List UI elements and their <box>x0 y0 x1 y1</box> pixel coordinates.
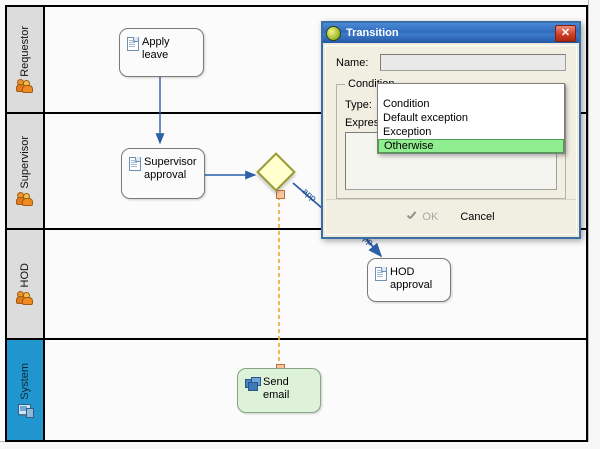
cancel-label: Cancel <box>460 211 495 223</box>
lane-header-supervisor[interactable]: Supervisor <box>7 114 45 228</box>
task-label: HOD approval <box>390 266 433 291</box>
document-icon <box>127 37 139 51</box>
ok-button: OK <box>403 209 442 225</box>
lane-label-system: System <box>19 363 31 400</box>
task-label: Send email <box>263 376 290 401</box>
lane-hod[interactable]: HOD <box>7 230 586 340</box>
task-apply-leave[interactable]: Apply leave <box>119 28 204 77</box>
lane-body-hod[interactable] <box>45 230 586 338</box>
dialog-titlebar[interactable]: Transition <box>323 23 579 43</box>
role-icon <box>16 291 33 305</box>
cancel-button[interactable]: Cancel <box>456 209 498 225</box>
task-send-email[interactable]: Send email <box>237 368 321 413</box>
mail-icon <box>245 377 261 391</box>
name-row: Name: <box>336 54 566 71</box>
dialog-title: Transition <box>346 27 399 39</box>
dropdown-option-otherwise[interactable]: Otherwise <box>378 139 564 153</box>
task-label-line1: Supervisor <box>144 156 197 168</box>
document-icon <box>375 267 387 281</box>
check-icon <box>407 213 418 222</box>
dialog-footer: OK Cancel <box>326 199 576 234</box>
task-supervisor-approval[interactable]: Supervisor approval <box>121 148 205 199</box>
lane-header-system[interactable]: System <box>7 340 45 440</box>
dialog-body: Name: Condition Type: Otherwise Expressi… <box>325 45 577 235</box>
edge-handle-start[interactable] <box>276 190 285 199</box>
document-icon <box>129 157 141 171</box>
lane-header-hod[interactable]: HOD <box>7 230 45 338</box>
name-label: Name: <box>336 56 369 69</box>
lane-label-supervisor: Supervisor <box>19 136 31 189</box>
transition-dialog: Transition Name: Condition Type: Otherwi… <box>321 21 581 239</box>
dropdown-option-exception[interactable]: Exception <box>383 126 432 138</box>
role-icon <box>16 192 33 206</box>
task-hod-approval[interactable]: HOD approval <box>367 258 451 302</box>
name-input[interactable] <box>380 54 566 71</box>
task-label-line2: approval <box>144 169 187 181</box>
system-icon <box>18 403 34 418</box>
dropdown-option-condition[interactable]: Condition <box>383 98 430 110</box>
type-label: Type: <box>345 98 372 111</box>
close-icon[interactable] <box>555 24 576 42</box>
lane-label-requestor: Requestor <box>19 25 31 77</box>
dropdown-option-default-exception[interactable]: Default exception <box>383 112 468 124</box>
ok-label: OK <box>422 211 439 223</box>
type-dropdown-list[interactable]: Condition Default exception Exception Ot… <box>377 83 565 154</box>
transition-icon <box>326 25 341 41</box>
lane-header-requestor[interactable]: Requestor <box>7 7 45 112</box>
task-label: Supervisor approval <box>144 156 197 182</box>
lane-label-hod: HOD <box>19 263 31 288</box>
role-icon <box>16 80 33 93</box>
task-label: Apply leave <box>142 36 170 61</box>
